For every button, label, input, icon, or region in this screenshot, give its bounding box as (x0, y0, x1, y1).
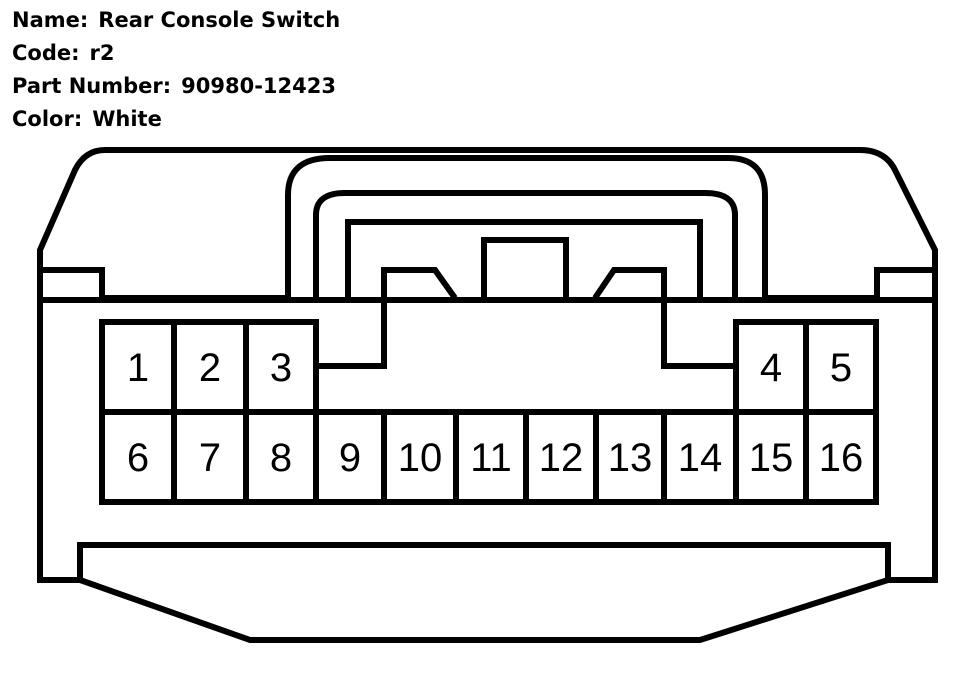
color-label: Color: (12, 107, 83, 131)
code-row: Code: r2 (12, 37, 340, 70)
pin-label-12: 12 (539, 436, 584, 480)
code-label: Code: (12, 41, 80, 65)
name-row: Name: Rear Console Switch (12, 4, 340, 37)
connector-info: Name: Rear Console Switch Code: r2 Part Nu… (12, 4, 340, 136)
pin-label-15: 15 (749, 436, 794, 480)
code-value: r2 (89, 41, 115, 65)
pin-label-8: 8 (270, 436, 292, 480)
part-number-row: Part Number: 90980-12423 (12, 70, 340, 103)
color-value: White (92, 107, 162, 131)
lock-window (345, 219, 703, 303)
cavity-key-step (316, 300, 736, 369)
pin-label-10: 10 (398, 436, 443, 480)
pin-label-7: 7 (199, 436, 221, 480)
pin-label-11: 11 (470, 436, 512, 480)
pin-label-6: 6 (127, 436, 149, 480)
part-number-value: 90980-12423 (181, 74, 336, 98)
pin-label-9: 9 (339, 436, 361, 480)
name-label: Name: (12, 8, 89, 32)
pin-cell-16 (803, 409, 879, 505)
lock-ramp-right (592, 267, 667, 300)
part-number-label: Part Number: (12, 74, 172, 98)
lock-arch (313, 190, 738, 300)
pin-label-13: 13 (608, 436, 653, 480)
lock-tab (481, 237, 569, 298)
pin-label-2: 2 (199, 346, 221, 390)
pin-label-16: 16 (819, 436, 864, 480)
pin-label-1: 1 (127, 346, 149, 390)
lock-ramp-left (381, 267, 458, 300)
housing-upper-ledge (40, 155, 935, 301)
color-row: Color: White (12, 103, 340, 136)
housing-bottom-skirt (77, 545, 891, 643)
pin-label-4: 4 (760, 346, 782, 390)
name-value: Rear Console Switch (98, 8, 341, 32)
pin-label-3: 3 (270, 346, 292, 390)
pin-label-14: 14 (678, 436, 723, 480)
pin-label-5: 5 (830, 346, 852, 390)
